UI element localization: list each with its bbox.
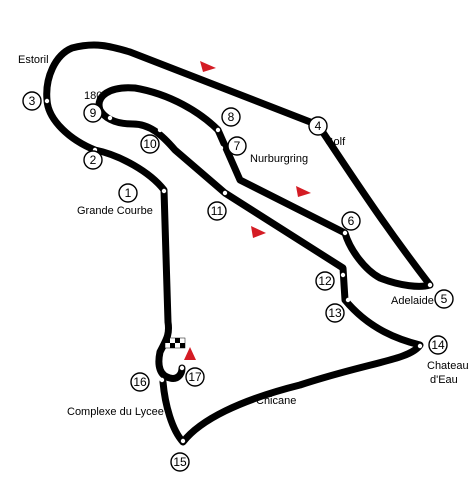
turn-marker-2: 2	[83, 150, 103, 170]
direction-arrow-nurburgring	[296, 186, 311, 197]
corner-dot-6	[342, 230, 348, 236]
corner-dot-1	[161, 188, 167, 194]
turn-marker-3: 3	[22, 91, 42, 111]
label-chicane: Chicane	[256, 395, 296, 407]
svg-text:13: 13	[328, 306, 342, 320]
turn-marker-15: 15	[170, 452, 190, 472]
turn-marker-4: 4	[308, 116, 328, 136]
turn-marker-17: 17	[185, 367, 205, 387]
turn-marker-9: 9	[83, 103, 103, 123]
turn-marker-12: 12	[315, 271, 335, 291]
start-finish-line	[164, 337, 186, 349]
svg-text:3: 3	[29, 94, 36, 108]
svg-text:11: 11	[211, 204, 224, 218]
corner-dot-16	[159, 377, 165, 383]
svg-text:12: 12	[318, 274, 332, 288]
svg-text:15: 15	[173, 455, 187, 469]
corner-dot-8	[215, 127, 221, 133]
direction-arrow-top	[200, 61, 216, 72]
corner-dot-15	[180, 438, 186, 444]
turn-marker-5: 5	[434, 289, 454, 309]
turn-marker-16: 16	[130, 372, 150, 392]
svg-text:2: 2	[90, 153, 97, 167]
track-path	[43, 41, 434, 446]
turn-marker-8: 8	[221, 107, 241, 127]
svg-text:7: 7	[234, 139, 241, 153]
corner-dot-7	[218, 145, 224, 151]
direction-arrow-mid	[251, 226, 266, 238]
svg-text:6: 6	[348, 214, 355, 228]
label-estoril: Estoril	[18, 54, 49, 66]
label-complexe-du-lycee: Complexe du Lycee	[67, 406, 164, 418]
turn-marker-14: 14	[428, 335, 448, 355]
label-nurburgring: Nurburgring	[250, 153, 308, 165]
turn-marker-6: 6	[341, 211, 361, 231]
turn-marker-11: 11	[207, 201, 227, 221]
turn-marker-1: 1	[118, 183, 138, 203]
corner-dot-11	[222, 190, 228, 196]
label-golf: Golf	[325, 136, 346, 148]
svg-text:4: 4	[315, 119, 322, 133]
label-adelaide: Adelaide	[391, 295, 434, 307]
corner-dot-14	[417, 343, 423, 349]
label-180: 180°	[84, 90, 107, 102]
svg-text:14: 14	[431, 338, 445, 352]
svg-text:10: 10	[143, 137, 157, 151]
direction-arrow-start	[184, 347, 196, 360]
label-d-eau: d'Eau	[430, 374, 458, 386]
svg-text:16: 16	[133, 375, 147, 389]
label-grande-courbe: Grande Courbe	[77, 205, 153, 217]
turn-marker-10: 10	[140, 134, 160, 154]
svg-text:5: 5	[441, 292, 448, 306]
svg-text:17: 17	[188, 370, 202, 384]
corner-dot-12	[340, 272, 346, 278]
label-chateaux: Chateaux	[427, 360, 469, 372]
svg-text:1: 1	[125, 186, 132, 200]
corner-dot-5	[427, 282, 433, 288]
turn-marker-13: 13	[325, 303, 345, 323]
svg-text:8: 8	[228, 110, 235, 124]
corner-dot-10	[157, 127, 163, 133]
corner-dot-13	[345, 297, 351, 303]
turn-marker-7: 7	[227, 136, 247, 156]
corner-dot-9	[107, 115, 113, 121]
corner-dot-3	[44, 98, 50, 104]
corner-dot-17	[179, 365, 185, 371]
svg-text:9: 9	[90, 106, 97, 120]
